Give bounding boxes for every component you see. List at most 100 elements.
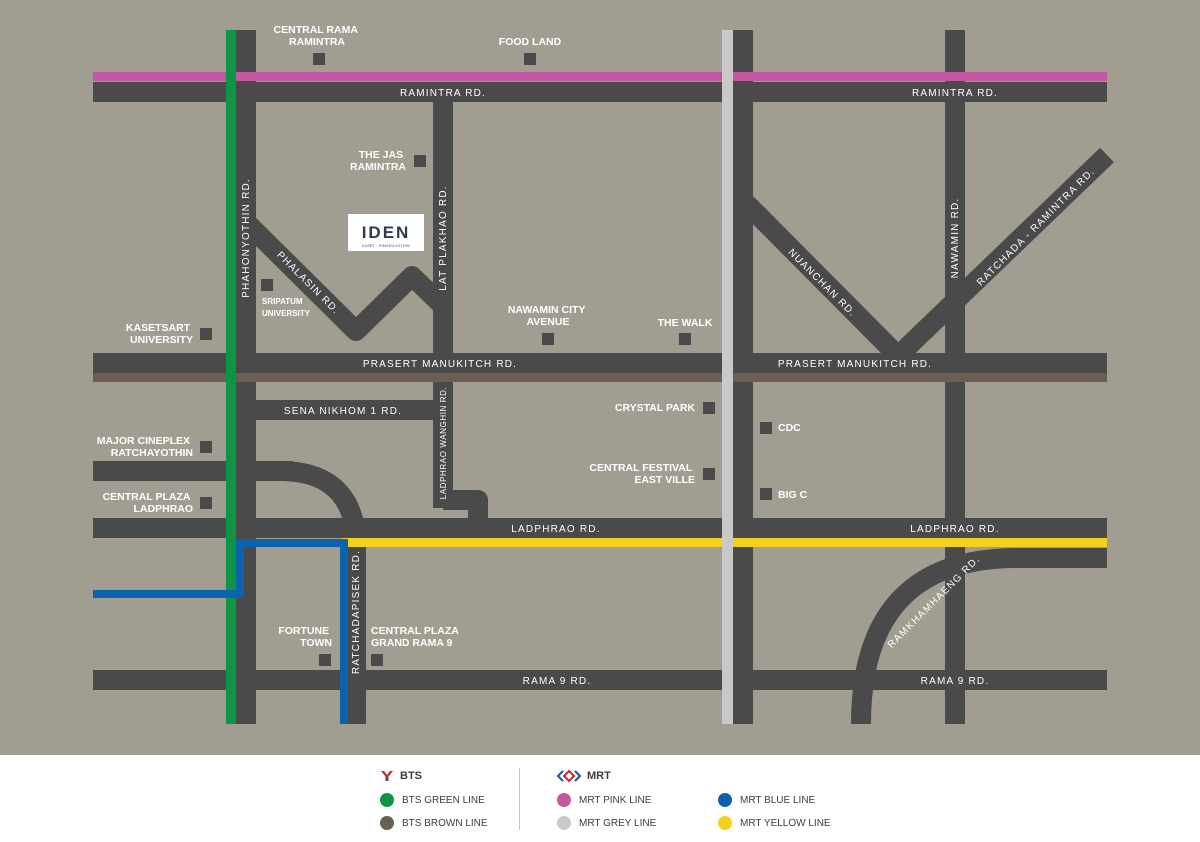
place-label-line: THE WALK bbox=[658, 317, 713, 329]
bts-logo-icon bbox=[381, 771, 393, 781]
road-phalasin bbox=[238, 214, 450, 341]
road-ratchadapisek bbox=[346, 538, 366, 724]
marker-central-plaza-grand-rama9 bbox=[371, 654, 383, 666]
place-label-line: GRAND RAMA 9 bbox=[371, 637, 452, 649]
mrt-yellow-dot-icon bbox=[718, 816, 732, 830]
place-label-line: KASETSART bbox=[126, 322, 191, 334]
legend-item-mrt-yellow: MRT YELLOW LINE bbox=[718, 816, 831, 830]
legend-item-bts-brown: BTS BROWN LINE bbox=[380, 816, 488, 830]
legend-item-label: BTS GREEN LINE bbox=[402, 794, 485, 806]
marker-the-walk bbox=[679, 333, 691, 345]
iden-logo[interactable]: IDEN KASET - PHAHOLYOTHIN bbox=[348, 214, 424, 251]
bts-brown-line bbox=[93, 373, 1107, 382]
place-label-line: SRIPATUM bbox=[262, 297, 303, 306]
iden-logo-tagline: KASET - PHAHOLYOTHIN bbox=[362, 244, 410, 248]
road-label-prasert-left: PRASERT MANUKITCH RD. bbox=[363, 359, 517, 370]
bts-green-dot-icon bbox=[380, 793, 394, 807]
mrt-grey-line bbox=[722, 30, 733, 724]
place-label-central-rama-ramintra: CENTRAL RAMA RAMINTRA bbox=[274, 24, 361, 48]
legend-item-mrt-grey: MRT GREY LINE bbox=[557, 816, 656, 830]
place-label-line: TOWN bbox=[300, 637, 332, 649]
legend-mrt-header: MRT bbox=[557, 770, 611, 782]
legend-divider bbox=[519, 768, 520, 830]
area-map: RAMINTRA RD. RAMINTRA RD. PRASERT MANUKI… bbox=[0, 0, 1200, 755]
legend-item-mrt-blue: MRT BLUE LINE bbox=[718, 793, 815, 807]
place-label-line: MAJOR CINEPLEX bbox=[97, 435, 190, 447]
road-label-rama9-left: RAMA 9 RD. bbox=[523, 676, 592, 687]
bts-brown-dot-icon bbox=[380, 816, 394, 830]
road-label-prasert-right: PRASERT MANUKITCH RD. bbox=[778, 359, 932, 370]
place-label-line: CENTRAL PLAZA bbox=[371, 625, 459, 637]
place-label-line: AVENUE bbox=[527, 316, 570, 328]
place-label-line: CENTRAL FESTIVAL bbox=[589, 462, 692, 474]
marker-fortune-town bbox=[319, 654, 331, 666]
road-label-nawamin: NAWAMIN RD. bbox=[950, 198, 961, 279]
marker-nawamin-city-avenue bbox=[542, 333, 554, 345]
road-ramkhamhaeng-right-stub bbox=[1012, 548, 1107, 568]
place-label-line: FOOD LAND bbox=[499, 36, 562, 48]
marker-central-rama-ramintra bbox=[313, 53, 325, 65]
place-label-line: FORTUNE bbox=[278, 625, 329, 637]
place-labels: CENTRAL RAMA RAMINTRA FOOD LAND THE JAS … bbox=[97, 24, 808, 649]
mrt-pink-dot-icon bbox=[557, 793, 571, 807]
place-label-line: THE JAS bbox=[359, 149, 403, 161]
place-label-the-jas-ramintra: THE JAS RAMINTRA bbox=[350, 149, 406, 173]
iden-logo-name: IDEN bbox=[362, 223, 411, 242]
place-label-crystal-park: CRYSTAL PARK bbox=[615, 402, 696, 414]
marker-kasetsart-university bbox=[200, 328, 212, 340]
map-legend: BTS BTS GREEN LINE BTS BROWN LINE MRT MR… bbox=[0, 755, 1200, 842]
iden-logo-background bbox=[348, 214, 424, 251]
marker-cdc bbox=[760, 422, 772, 434]
place-label-major-cineplex: MAJOR CINEPLEX RATCHAYOTHIN bbox=[97, 435, 193, 459]
place-label-line: NAWAMIN CITY bbox=[508, 304, 586, 316]
road-sena-nikhom bbox=[240, 400, 434, 420]
legend-item-mrt-pink: MRT PINK LINE bbox=[557, 793, 651, 807]
place-label-kasetsart-university: KASETSART UNIVERSITY bbox=[126, 322, 193, 346]
road-ramintra bbox=[93, 82, 1107, 102]
road-label-ramintra-right: RAMINTRA RD. bbox=[912, 88, 998, 99]
mrt-grey-dot-icon bbox=[557, 816, 571, 830]
mrt-pink-line bbox=[93, 72, 1107, 81]
place-label-food-land: FOOD LAND bbox=[499, 36, 562, 48]
road-label-sena-nikhom: SENA NIKHOM 1 RD. bbox=[284, 406, 402, 417]
place-label-sripatum-university: SRIPATUM UNIVERSITY bbox=[262, 297, 311, 318]
road-ratchada-ramintra bbox=[891, 147, 1114, 364]
bts-green-line bbox=[226, 30, 236, 724]
road-label-ladphrao-right: LADPHRAO RD. bbox=[910, 524, 999, 535]
place-label-line: CENTRAL RAMA bbox=[274, 24, 359, 36]
place-label-central-plaza-grand-rama9: CENTRAL PLAZA GRAND RAMA 9 bbox=[371, 625, 461, 649]
mrt-blue-dot-icon bbox=[718, 793, 732, 807]
place-label-line: RATCHAYOTHIN bbox=[111, 447, 193, 459]
place-label-line: UNIVERSITY bbox=[262, 309, 311, 318]
place-label-the-walk: THE WALK bbox=[658, 317, 713, 329]
road-label-ladphrao-wanghin: LADPHRAO WANGHIN RD. bbox=[439, 387, 448, 500]
road-prasert-manukitch bbox=[93, 353, 1107, 373]
road-wanghin-bend bbox=[443, 490, 488, 520]
marker-sripatum-university bbox=[261, 279, 273, 291]
legend-item-bts-green: BTS GREEN LINE bbox=[380, 793, 485, 807]
legend-item-label: MRT BLUE LINE bbox=[740, 794, 816, 806]
place-label-nawamin-city-avenue: NAWAMIN CITY AVENUE bbox=[508, 304, 588, 328]
place-label-line: CENTRAL PLAZA bbox=[103, 491, 191, 503]
mrt-logo-icon bbox=[557, 770, 581, 782]
legend-bts-title: BTS bbox=[400, 770, 422, 782]
place-label-line: CDC bbox=[778, 422, 801, 434]
place-label-line: RAMINTRA bbox=[350, 161, 406, 173]
road-nuanchan bbox=[735, 192, 906, 364]
place-label-line: BIG C bbox=[778, 489, 808, 501]
place-label-cdc: CDC bbox=[778, 422, 801, 434]
mrt-blue-line bbox=[93, 539, 348, 724]
legend-bts-header: BTS bbox=[380, 770, 422, 782]
marker-major-cineplex bbox=[200, 441, 212, 453]
marker-the-jas-ramintra bbox=[414, 155, 426, 167]
road-label-lat-plakhao: LAT PLAKHAO RD. bbox=[438, 185, 449, 290]
road-label-ratchadapisek: RATCHADAPISEK RD. bbox=[351, 550, 362, 674]
marker-central-plaza-ladphrao bbox=[200, 497, 212, 509]
rail-lines bbox=[93, 30, 1107, 724]
curved-roads bbox=[238, 147, 1114, 725]
marker-central-festival bbox=[703, 468, 715, 480]
marker-food-land bbox=[524, 53, 536, 65]
place-label-line: CRYSTAL PARK bbox=[615, 402, 696, 414]
legend-item-label: BTS BROWN LINE bbox=[402, 817, 488, 829]
legend-item-label: MRT GREY LINE bbox=[579, 817, 657, 829]
